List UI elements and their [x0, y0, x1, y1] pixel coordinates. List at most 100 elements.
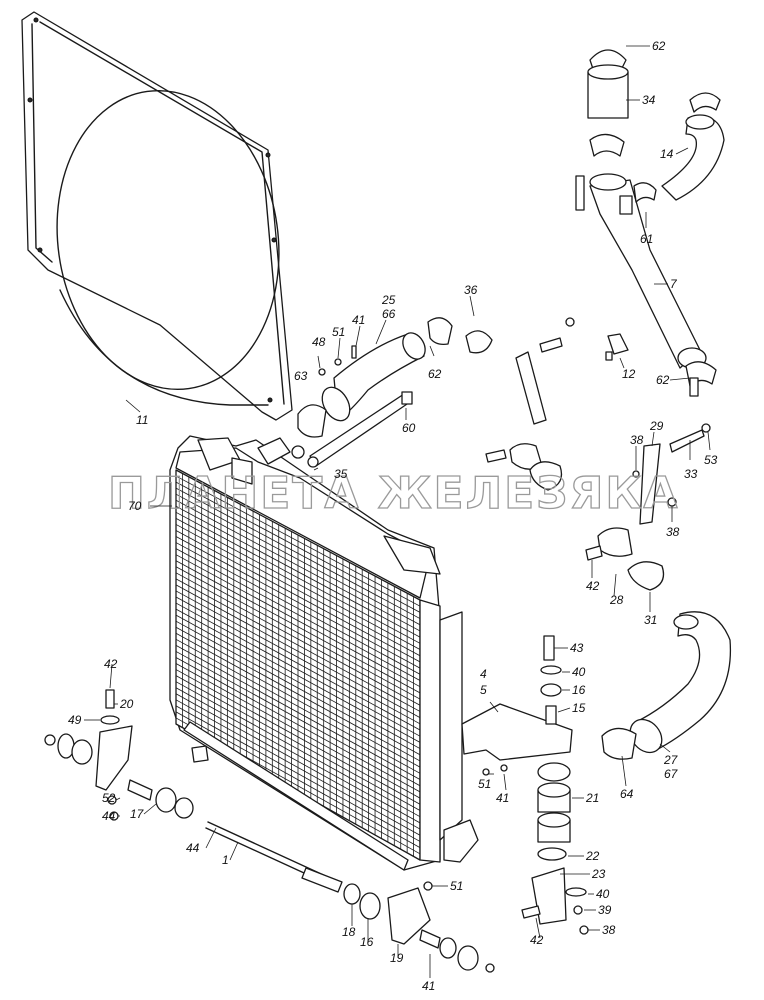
label-42: 42: [530, 933, 544, 947]
core-mesh-line: [175, 602, 421, 737]
core-mesh-line: [175, 632, 421, 768]
label-42: 42: [104, 657, 118, 671]
label-70: 70: [128, 499, 142, 513]
label-22: 22: [585, 849, 600, 863]
core-mesh-line: [175, 511, 421, 644]
label-48: 48: [312, 335, 326, 349]
label-31: 31: [644, 613, 657, 627]
label-41: 41: [352, 313, 365, 327]
core-mesh-line: [175, 548, 421, 681]
pipe-assembly-upper: [575, 49, 725, 397]
label-16: 16: [360, 935, 374, 949]
right-brackets: [485, 333, 705, 591]
core-mesh-line: [175, 505, 421, 638]
label-41: 41: [496, 791, 509, 805]
core-mesh-line: [175, 645, 421, 780]
label-39: 39: [598, 903, 612, 917]
core-mesh-line: [175, 626, 421, 762]
label-44: 44: [102, 809, 116, 823]
middle-hose-and-tube: [297, 317, 493, 468]
lower-hose: [601, 611, 732, 760]
core-mesh-line: [175, 657, 421, 793]
core-mesh-line: [175, 705, 421, 842]
label-4: 4: [480, 667, 487, 681]
core-mesh-line: [175, 687, 421, 824]
core-mesh-line: [175, 608, 421, 743]
label-51: 51: [450, 879, 463, 893]
core-mesh-line: [175, 699, 421, 836]
label-67: 67: [664, 767, 679, 781]
label-61: 61: [640, 232, 653, 246]
label-40: 40: [572, 665, 586, 679]
core-mesh-line: [175, 711, 421, 848]
core-mesh-line: [175, 651, 421, 787]
core-mesh-line: [175, 614, 421, 749]
core-mesh-line: [175, 499, 421, 632]
label-23: 23: [591, 867, 606, 881]
core-mesh-line: [175, 536, 421, 669]
label-63: 63: [294, 369, 308, 383]
label-60: 60: [402, 421, 416, 435]
label-20: 20: [119, 697, 134, 711]
label-62: 62: [652, 39, 666, 53]
core-mesh-line: [175, 524, 421, 657]
label-5: 5: [480, 683, 487, 697]
label-51: 51: [478, 777, 491, 791]
label-11: 11: [136, 413, 148, 427]
lower-left-mount: [44, 689, 495, 973]
fasteners: [318, 317, 711, 776]
core-mesh-line: [175, 572, 421, 706]
label-25: 25: [381, 293, 396, 307]
label-38: 38: [602, 923, 616, 937]
label-38: 38: [630, 433, 644, 447]
core-mesh-line: [175, 590, 421, 725]
fan-shroud: [21, 11, 293, 421]
core-mesh-line: [175, 693, 421, 830]
label-66: 66: [382, 307, 396, 321]
core-mesh-line: [175, 584, 421, 718]
core-mesh-line: [175, 530, 421, 663]
core-mesh-line: [175, 675, 421, 811]
label-16: 16: [572, 683, 586, 697]
label-12: 12: [622, 367, 636, 381]
label-18: 18: [342, 925, 356, 939]
label-43: 43: [570, 641, 584, 655]
label-51: 51: [332, 325, 345, 339]
core-mesh-line: [175, 481, 421, 613]
core-mesh-line: [175, 493, 421, 626]
label-42: 42: [586, 579, 600, 593]
core-mesh-line: [175, 669, 421, 805]
radiator-core: [169, 435, 479, 871]
label-28: 28: [609, 593, 624, 607]
label-17: 17: [130, 807, 145, 821]
label-14: 14: [660, 147, 674, 161]
core-mesh-line: [175, 566, 421, 700]
leader-lines: [84, 45, 711, 978]
core-mesh-line: [175, 638, 421, 774]
label-1: 1: [222, 853, 229, 867]
label-40: 40: [596, 887, 610, 901]
label-15: 15: [572, 701, 586, 715]
label-21: 21: [585, 791, 599, 805]
core-mesh-line: [175, 663, 421, 799]
label-44: 44: [186, 841, 200, 855]
label-53: 53: [704, 453, 718, 467]
label-49: 49: [68, 713, 82, 727]
core-mesh-line: [175, 620, 421, 756]
label-62: 62: [428, 367, 442, 381]
core-mesh-line: [175, 578, 421, 712]
core-mesh-line: [175, 475, 421, 607]
center-mount: [461, 635, 589, 935]
label-38: 38: [666, 525, 680, 539]
callout-labels: 62 34 14 61 7 11 25 66 36 41 51 48 63 62…: [68, 39, 718, 993]
core-mesh-line: [175, 681, 421, 818]
label-34: 34: [642, 93, 656, 107]
core-mesh-line: [175, 554, 421, 688]
label-62: 62: [656, 373, 670, 387]
label-35: 35: [334, 467, 348, 481]
label-52: 52: [102, 791, 116, 805]
label-19: 19: [390, 951, 404, 965]
core-mesh-line: [175, 560, 421, 694]
label-36: 36: [464, 283, 478, 297]
